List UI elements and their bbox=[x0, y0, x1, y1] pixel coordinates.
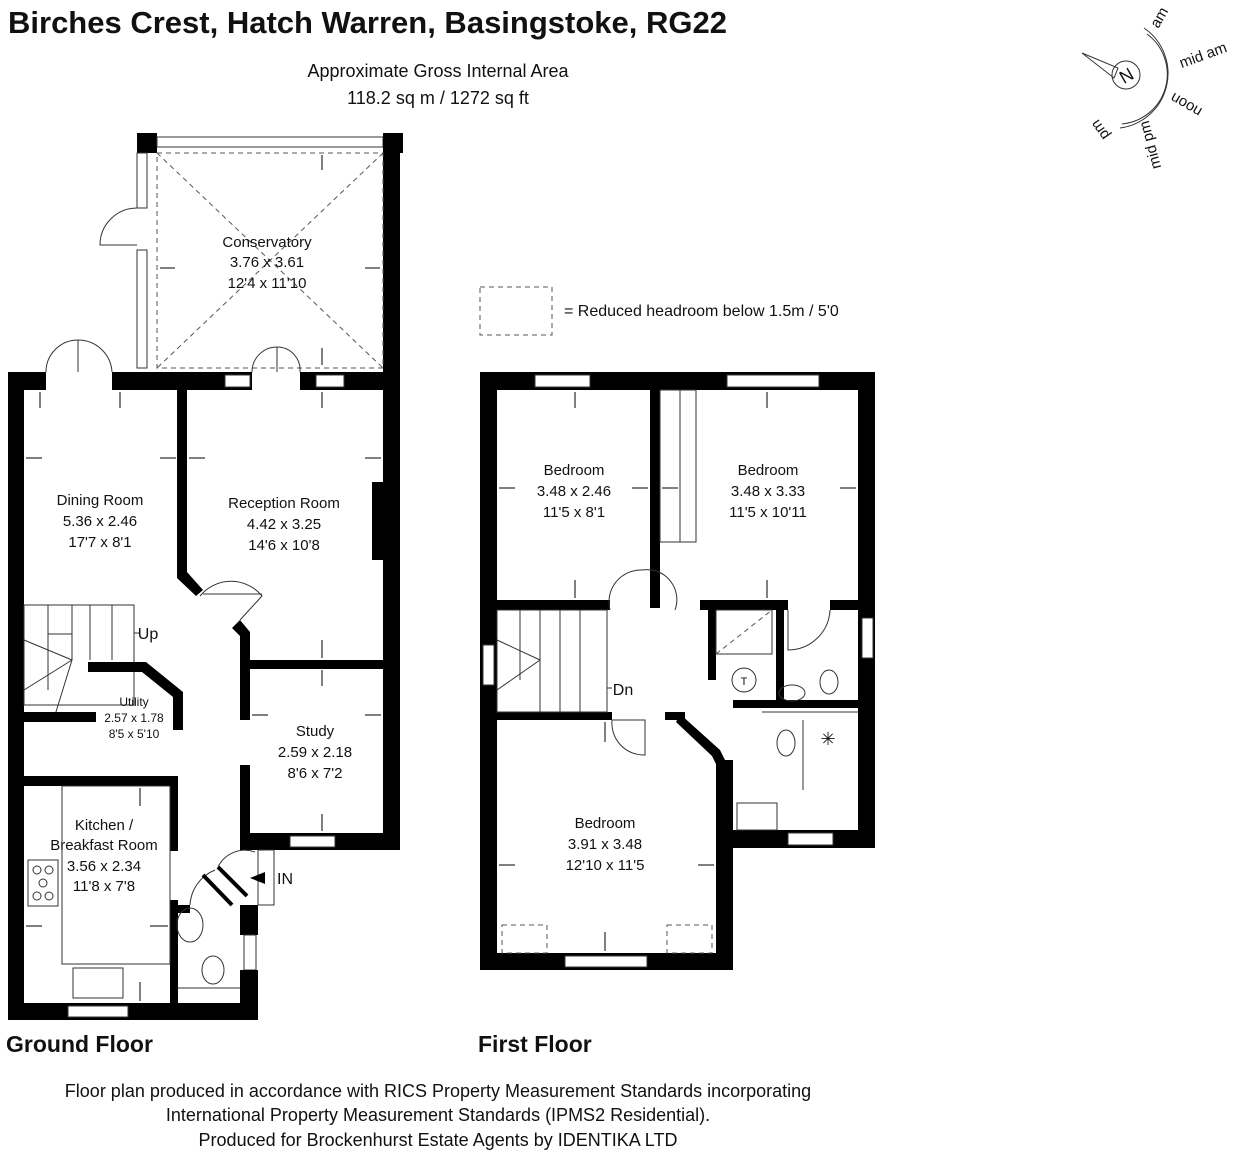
room-metric: 3.76 x 3.61 bbox=[230, 254, 304, 271]
room-metric: 4.42 x 3.25 bbox=[247, 516, 321, 533]
room-name: Conservatory bbox=[222, 234, 312, 251]
room-imperial: 12'4 x 11'10 bbox=[228, 275, 307, 292]
legend-text: = Reduced headroom below 1.5m / 5'0 bbox=[564, 303, 839, 320]
entrance-label: IN bbox=[277, 871, 293, 888]
room-metric: 3.91 x 3.48 bbox=[568, 836, 642, 853]
room-name: Kitchen / bbox=[75, 817, 134, 834]
room-imperial: 8'6 x 7'2 bbox=[288, 765, 343, 782]
room-metric: 2.59 x 2.18 bbox=[278, 744, 352, 761]
room-name: Utility bbox=[119, 695, 148, 709]
compass-north: N bbox=[1116, 64, 1137, 88]
room-dining: Dining Room 5.36 x 2.46 17'7 x 8'1 bbox=[57, 492, 144, 551]
compass-pm: pm bbox=[1087, 116, 1113, 143]
footer-line-1: Floor plan produced in accordance with R… bbox=[65, 1081, 811, 1101]
room-name: Bedroom bbox=[544, 462, 605, 479]
room-imperial: 8'5 x 5'10 bbox=[109, 727, 160, 741]
room-imperial: 11'5 x 8'1 bbox=[543, 504, 605, 521]
compass-icon: N am mid am noon mid pm pm bbox=[1081, 4, 1229, 171]
room-name: Bedroom bbox=[575, 815, 636, 832]
shower-icon: ✳ bbox=[820, 729, 835, 749]
room-imperial: 14'6 x 10'8 bbox=[248, 537, 320, 554]
room-metric: 3.48 x 2.46 bbox=[537, 483, 611, 500]
room-metric: 3.56 x 2.34 bbox=[67, 858, 141, 875]
hob-icon bbox=[27, 859, 59, 907]
room-bedroom-1: Bedroom 3.48 x 2.46 11'5 x 8'1 bbox=[537, 462, 611, 521]
area-value: 118.2 sq m / 1272 sq ft bbox=[347, 88, 529, 108]
room-name: Bedroom bbox=[738, 462, 799, 479]
room-name: Breakfast Room bbox=[50, 837, 158, 854]
compass-am: am bbox=[1147, 4, 1172, 31]
room-name: Reception Room bbox=[228, 495, 340, 512]
page-title: Birches Crest, Hatch Warren, Basingstoke… bbox=[8, 5, 727, 40]
stairs-up-label: Up bbox=[138, 626, 159, 643]
room-bedroom-2: Bedroom 3.48 x 3.33 11'5 x 10'11 bbox=[729, 462, 807, 521]
room-bedroom-3: Bedroom 3.91 x 3.48 12'10 x 11'5 bbox=[566, 815, 645, 874]
room-imperial: 17'7 x 8'1 bbox=[68, 534, 131, 551]
ground-floor-label: Ground Floor bbox=[6, 1031, 153, 1057]
compass-mid-am: mid am bbox=[1177, 39, 1229, 72]
compass-noon: noon bbox=[1168, 89, 1205, 120]
compass-mid-pm: mid pm bbox=[1136, 119, 1165, 171]
sink-icon bbox=[72, 967, 124, 999]
room-metric: 3.48 x 3.33 bbox=[731, 483, 805, 500]
ground-floor-plan: Up IN Conservatory 3.76 x 3.61 bbox=[8, 133, 403, 1020]
legend-swatch bbox=[479, 286, 553, 336]
room-name: Dining Room bbox=[57, 492, 144, 509]
room-study: Study 2.59 x 2.18 8'6 x 7'2 bbox=[278, 723, 352, 782]
room-name: Study bbox=[296, 723, 335, 740]
stairs-down-label: Dn bbox=[613, 682, 633, 699]
dimension-arrows bbox=[26, 155, 856, 1001]
tank-label: T bbox=[741, 676, 748, 688]
first-floor-plan: Dn T ✳ Bedroom 3.48 x 2.46 11'5 x 8'1 Be… bbox=[480, 372, 875, 970]
room-conservatory: Conservatory 3.76 x 3.61 12'4 x 11'10 bbox=[222, 234, 312, 292]
room-imperial: 11'8 x 7'8 bbox=[73, 878, 135, 895]
room-metric: 5.36 x 2.46 bbox=[63, 513, 137, 530]
room-reception: Reception Room 4.42 x 3.25 14'6 x 10'8 bbox=[228, 495, 340, 554]
footer-line-2: International Property Measurement Stand… bbox=[166, 1105, 710, 1125]
room-kitchen: Kitchen / Breakfast Room 3.56 x 2.34 11'… bbox=[50, 817, 158, 895]
footer-line-3: Produced for Brockenhurst Estate Agents … bbox=[199, 1130, 678, 1150]
room-imperial: 11'5 x 10'11 bbox=[729, 504, 807, 521]
room-imperial: 12'10 x 11'5 bbox=[566, 857, 645, 874]
first-floor-label: First Floor bbox=[478, 1031, 592, 1057]
area-label: Approximate Gross Internal Area bbox=[307, 61, 569, 81]
room-utility: Utility 2.57 x 1.78 8'5 x 5'10 bbox=[104, 695, 164, 741]
room-metric: 2.57 x 1.78 bbox=[104, 711, 164, 725]
